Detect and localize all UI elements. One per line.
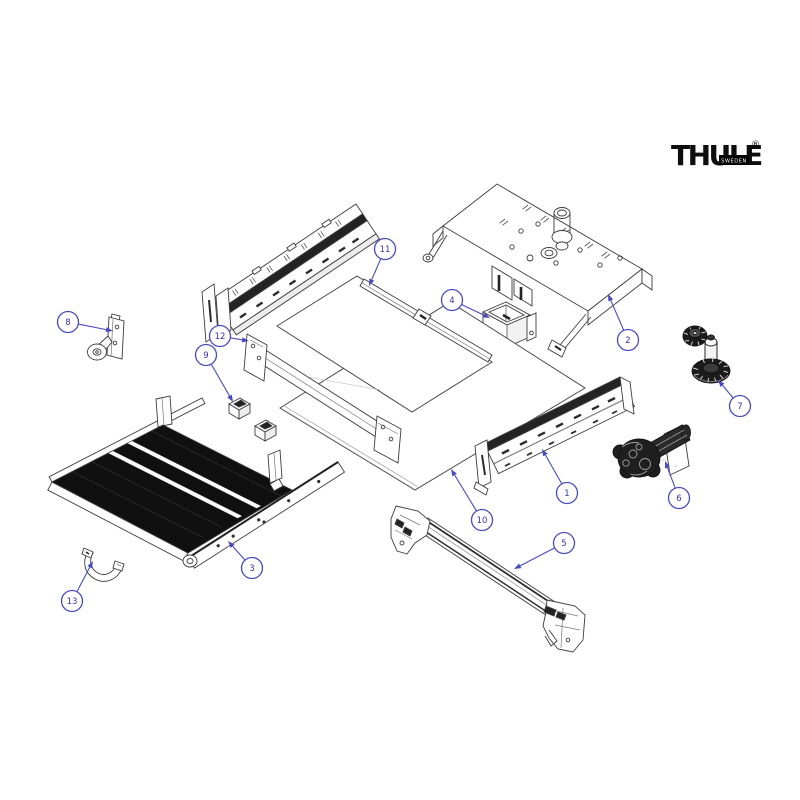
part-entry-rail	[390, 505, 586, 653]
part-clips	[228, 397, 277, 442]
callout-number: 3	[249, 564, 254, 574]
part-slide-rail-right	[473, 376, 636, 496]
callout-12: 12	[208, 324, 249, 348]
callout-number: 12	[215, 332, 226, 342]
logo-brand: THULE	[671, 139, 762, 172]
part-roller-bracket	[87, 313, 125, 361]
callout-number: 4	[449, 296, 454, 306]
callout-number: 2	[625, 336, 630, 346]
logo-badge-text: SWEDEN	[721, 159, 747, 165]
part-panel-rail-strip	[359, 278, 493, 363]
callout-11: 11	[369, 237, 397, 286]
callout-5: 5	[514, 531, 576, 569]
callout-1: 1	[542, 449, 579, 505]
part-mounting-plate	[422, 183, 653, 358]
callout-number: 1	[564, 489, 569, 499]
callout-8: 8	[56, 310, 113, 334]
part-step-platform	[47, 395, 346, 569]
callout-13: 13	[60, 561, 93, 613]
callout-3: 3	[228, 541, 264, 580]
callout-number: 11	[380, 245, 391, 255]
logo-badge-box	[719, 155, 749, 165]
callout-number: 7	[737, 402, 742, 412]
callout-7: 7	[718, 380, 752, 418]
callout-number: 6	[676, 494, 681, 504]
callout-9: 9	[194, 343, 233, 402]
callout-number: 8	[65, 318, 70, 328]
callout-number: 5	[561, 539, 566, 549]
part-bevel-gears	[682, 325, 731, 384]
callout-10: 10	[451, 469, 494, 532]
callout-6: 6	[665, 461, 691, 510]
part-slide-rail-left	[201, 203, 381, 343]
part-motor	[612, 424, 691, 479]
thule-logo: THULE ® SWEDEN	[671, 139, 765, 172]
callout-number: 9	[203, 351, 208, 361]
callout-2: 2	[608, 294, 640, 352]
part-hook-strap	[81, 547, 125, 582]
callout-number: 10	[477, 516, 488, 526]
callout-number: 13	[67, 597, 78, 607]
part-panel-upper	[276, 275, 493, 413]
logo-registered-icon: ®	[751, 140, 760, 150]
callout-4: 4	[440, 288, 490, 318]
part-front-bracket	[243, 333, 402, 464]
